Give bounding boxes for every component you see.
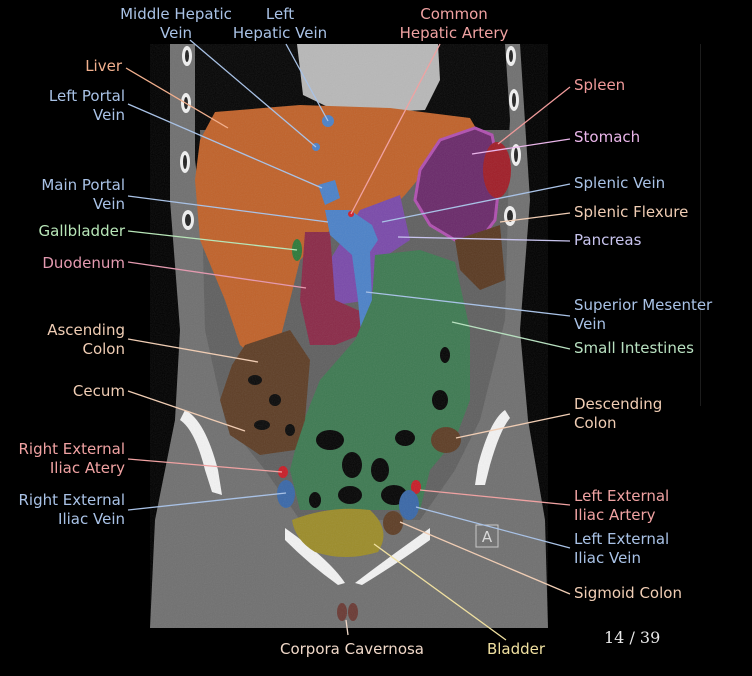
label-line: Middle Hepatic [120,5,232,23]
label-line: Splenic Vein [574,174,666,192]
leader-line-bladder [373,543,507,641]
leader-line-left-hepatic-vein [285,43,329,122]
label-line: Gallbladder [38,222,125,240]
label-line: Small Intestines [574,339,694,357]
leader-line-liver [125,67,229,129]
leader-line-gallbladder [127,230,298,251]
label-line: Iliac Vein [58,510,125,528]
label-line: Left Portal [48,87,125,105]
leader-line-common-hepatic-artery [350,43,441,215]
label-spleen: Spleen [574,76,625,95]
leader-line-right-external-iliac-artery [127,458,283,473]
label-sigmoid-colon: Sigmoid Colon [574,584,682,603]
label-line: Stomach [574,128,641,146]
label-line: Left External [574,530,670,548]
leader-line-duodenum [127,261,307,289]
leader-line-spleen [497,86,571,145]
label-stomach: Stomach [574,128,640,147]
leader-line-left-external-iliac-vein [415,506,571,549]
label-line: Iliac Atery [49,459,125,477]
label-line: Vein [93,195,125,213]
leader-line-small-intestines [451,321,571,350]
label-line: Left External [574,487,670,505]
label-line: Vein [160,24,192,42]
label-line: Descending [574,395,663,413]
label-bladder: Bladder [487,640,545,659]
leader-line-splenic-flexure [499,212,571,223]
label-line: Common [420,5,488,23]
label-line: Superior Mesenter [574,296,713,314]
label-corpora-cavernosa: Corpora Cavernosa [280,640,424,659]
label-line: Iliac Vein [574,549,641,567]
label-line: Hepatic Vein [232,24,328,42]
label-gallbladder: Gallbladder [39,222,125,241]
leader-lines [125,39,571,641]
label-line: Ascending [47,321,125,339]
label-line: Vein [574,315,606,333]
label-line: Spleen [574,76,626,94]
label-line: Splenic Flexure [574,203,689,221]
label-line: Left [265,5,295,23]
label-line: Right External [18,491,125,509]
label-small-intestines: Small Intestines [574,339,694,358]
leader-line-descending-colon [455,413,571,439]
leader-line-superior-mesenteric-vein [365,291,571,317]
label-splenic-vein: Splenic Vein [574,174,665,193]
label-pancreas: Pancreas [574,231,641,250]
slice-counter: 14 / 39 [604,628,661,647]
label-line: Iliac Artery [574,506,656,524]
leader-line-left-external-iliac-artery [419,489,571,506]
label-line: Sigmoid Colon [574,584,682,602]
leader-line-middle-hepatic-vein [189,39,317,148]
label-duodenum: Duodenum [42,254,125,273]
leader-line-right-external-iliac-vein [127,492,287,511]
leader-line-left-portal-vein [127,103,323,189]
label-line: Duodenum [42,254,125,272]
label-liver: Liver [85,57,122,76]
label-line: Pancreas [574,231,642,249]
label-line: Main Portal [41,176,125,194]
ct-body [150,44,548,628]
leader-line-splenic-vein [381,183,571,223]
label-line: Cecum [72,382,125,400]
panel-divider [700,44,701,406]
label-line: Hepatic Artery [399,24,509,42]
label-line: Colon [82,340,125,358]
leader-line-ascending-colon [127,338,259,363]
leader-line-corpora-cavernosa [345,619,349,636]
orientation-marker: A [475,524,499,548]
label-line: Corpora Cavernosa [279,640,425,658]
label-cecum: Cecum [73,382,125,401]
leader-line-cecum [127,390,246,432]
label-splenic-flexure: Splenic Flexure [574,203,688,222]
orientation-letter: A [482,528,493,546]
leader-line-main-portal-vein [127,195,329,223]
label-line: Bladder [486,640,546,658]
leader-line-sigmoid-colon [399,521,571,595]
label-line: Vein [93,106,125,124]
leader-line-stomach [471,138,571,155]
label-line: Liver [85,57,122,75]
label-line: Right External [18,440,125,458]
leader-line-pancreas [397,236,571,242]
label-line: Colon [574,414,617,432]
